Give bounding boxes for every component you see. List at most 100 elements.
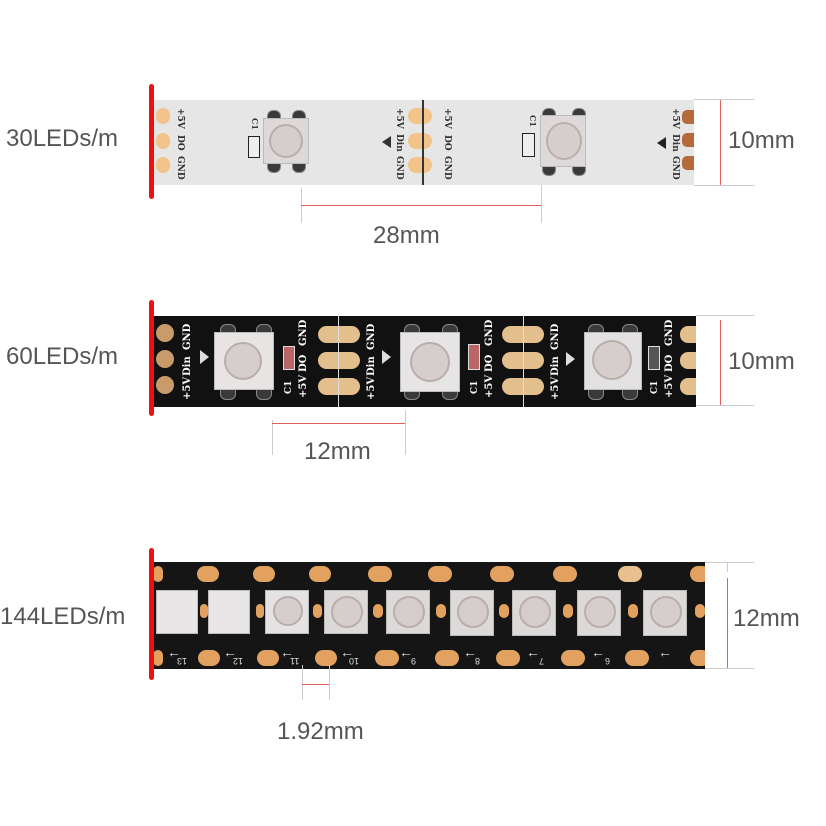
direction-arrow-icon: ← (280, 644, 294, 660)
solder-pad (496, 650, 520, 666)
led-number: 6 (605, 656, 611, 666)
direction-arrow-icon (382, 350, 391, 364)
silk-c1: C1 (250, 118, 260, 130)
dimension-extension (705, 562, 754, 563)
led-strip-pcb: GND Din +5V C1 GND DO +5V GND Din +5V C1… (152, 316, 696, 407)
width-dimension-line (720, 100, 721, 185)
cut-line (422, 100, 424, 185)
led-number: 10 (349, 656, 360, 666)
led-strip-pcb: ← 13 ← 12 ← 11 ← 10 ← 9 ← 8 ← 7 ← 6 ← (153, 562, 705, 669)
capacitor (248, 136, 260, 158)
solder-pad (682, 156, 694, 170)
silk-do: DO (298, 354, 309, 372)
solder-pad (309, 566, 331, 582)
dimension-extension (405, 410, 406, 455)
cut-mark (149, 84, 154, 199)
silk-5v: +5V (484, 374, 495, 398)
dimension-extension (302, 665, 303, 700)
solder-pad (408, 133, 432, 149)
pitch-label-60: 12mm (304, 438, 371, 465)
solder-pad (156, 350, 174, 368)
silk-5v: +5V (550, 376, 561, 400)
silk-do: DO (664, 354, 675, 372)
direction-arrow-icon (657, 137, 666, 149)
silk-do: DO (484, 354, 495, 372)
led-lens (331, 596, 363, 628)
silk-gnd: GND (670, 156, 680, 180)
solder-pad (256, 604, 264, 618)
solder-pad (253, 566, 275, 582)
cut-mark (149, 300, 154, 416)
silk-c1: C1 (528, 115, 538, 127)
pitch-dimension-line (302, 684, 329, 685)
solder-pad (153, 566, 163, 582)
pitch-dimension-line (301, 205, 541, 206)
led-lens (410, 342, 450, 382)
density-label-30: 30LEDs/m (6, 125, 119, 152)
led-lens (273, 596, 303, 626)
solder-pad (563, 604, 573, 618)
pitch-label-144: 1.92mm (277, 718, 364, 745)
solder-pad (156, 133, 170, 149)
solder-pad (695, 604, 705, 618)
silk-do: DO (442, 135, 452, 151)
solder-pad (318, 378, 360, 395)
led-number: 13 (177, 656, 188, 666)
solder-pad (436, 604, 446, 618)
solder-pad (628, 604, 638, 618)
silk-gnd: GND (394, 156, 404, 180)
solder-pad (680, 378, 696, 395)
direction-arrow-icon: ← (167, 644, 181, 660)
cut-line (523, 316, 524, 407)
silk-din: Din (394, 134, 404, 152)
width-label-30: 10mm (728, 127, 795, 154)
solder-pad (257, 650, 279, 666)
silk-din: Din (366, 356, 377, 376)
width-label-60: 10mm (728, 348, 795, 375)
cut-mark (149, 548, 154, 680)
dimension-extension (541, 185, 542, 223)
dimension-extension (329, 665, 330, 700)
led-lens (592, 340, 632, 380)
silk-c1: C1 (284, 380, 294, 394)
led-lens (546, 122, 582, 160)
dimension-extension (694, 99, 754, 100)
dimension-extension (696, 405, 754, 406)
solder-pad (156, 324, 174, 342)
silk-gnd: GND (366, 323, 377, 350)
solder-pad (499, 604, 509, 618)
solder-pad (373, 604, 383, 618)
solder-pad (625, 650, 649, 666)
led-lens (584, 596, 616, 628)
led-number: 9 (411, 656, 417, 666)
capacitor (283, 346, 295, 370)
led-number: 11 (290, 656, 300, 666)
dimension-extension (694, 185, 754, 186)
solder-pad (408, 108, 432, 124)
width-dimension-line (727, 578, 728, 668)
silk-din: Din (182, 356, 193, 376)
led-strip-pcb: +5V DO GND C1 +5V Din GND +5V DO GND C1 (152, 100, 694, 185)
silk-gnd: GND (484, 319, 495, 346)
led-lens (393, 596, 425, 628)
solder-pad (156, 376, 174, 394)
solder-pad (315, 650, 337, 666)
solder-pad (561, 650, 585, 666)
solder-pad (318, 352, 360, 369)
direction-arrow-icon: ← (463, 644, 477, 660)
solder-pad (318, 326, 360, 343)
solder-pad (682, 133, 694, 147)
led-number: 8 (475, 656, 481, 666)
silk-5v: +5V (298, 374, 309, 398)
silk-5v: +5V (175, 108, 185, 129)
silk-c1: C1 (470, 380, 480, 394)
direction-arrow-icon (566, 352, 575, 366)
led-lens (224, 342, 262, 380)
silk-din: Din (670, 134, 680, 152)
direction-arrow-icon: ← (340, 644, 354, 660)
silk-5v: +5V (670, 108, 680, 129)
silk-gnd: GND (175, 156, 185, 180)
width-label-144: 12mm (733, 605, 800, 632)
direction-arrow-icon: ← (223, 644, 237, 660)
silk-5v: +5V (366, 376, 377, 400)
